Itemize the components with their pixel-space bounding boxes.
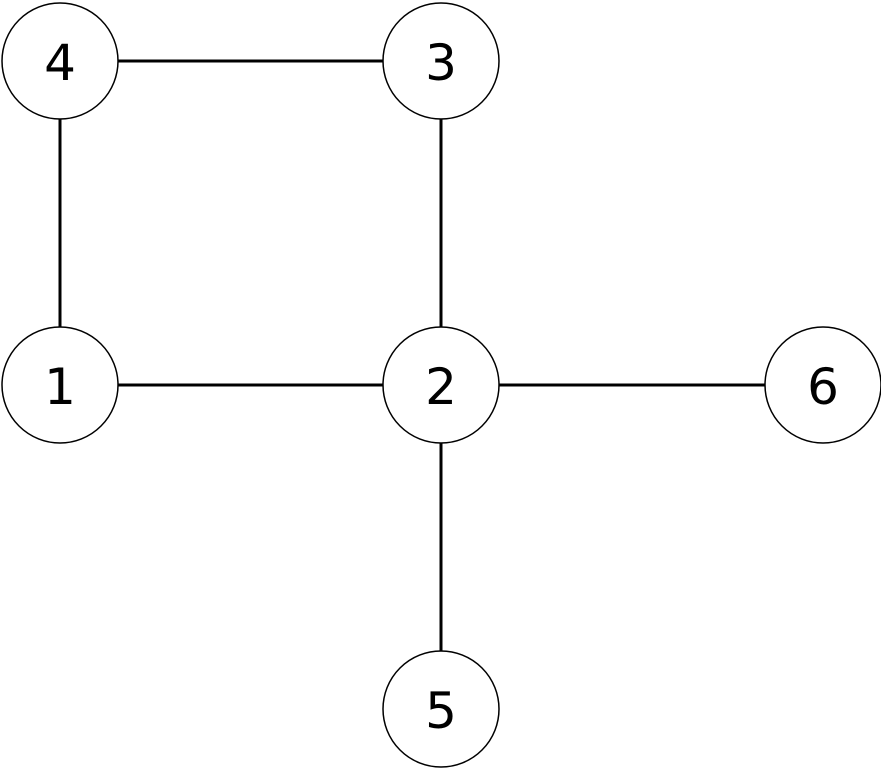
node-6: 6 (764, 326, 881, 444)
node-label-5: 5 (425, 682, 457, 740)
node-2: 2 (382, 326, 500, 444)
node-3: 3 (382, 2, 500, 120)
node-label-6: 6 (807, 358, 839, 416)
node-circle-5 (382, 650, 500, 768)
node-circle-1 (1, 326, 119, 444)
node-circle-6 (764, 326, 881, 444)
node-1: 1 (1, 326, 119, 444)
node-4: 4 (1, 2, 119, 120)
node-label-3: 3 (425, 34, 457, 92)
node-circle-3 (382, 2, 500, 120)
node-circle-4 (1, 2, 119, 120)
node-5: 5 (382, 650, 500, 768)
node-circle-2 (382, 326, 500, 444)
node-label-2: 2 (425, 358, 457, 416)
node-label-1: 1 (44, 358, 76, 416)
node-label-4: 4 (44, 34, 76, 92)
